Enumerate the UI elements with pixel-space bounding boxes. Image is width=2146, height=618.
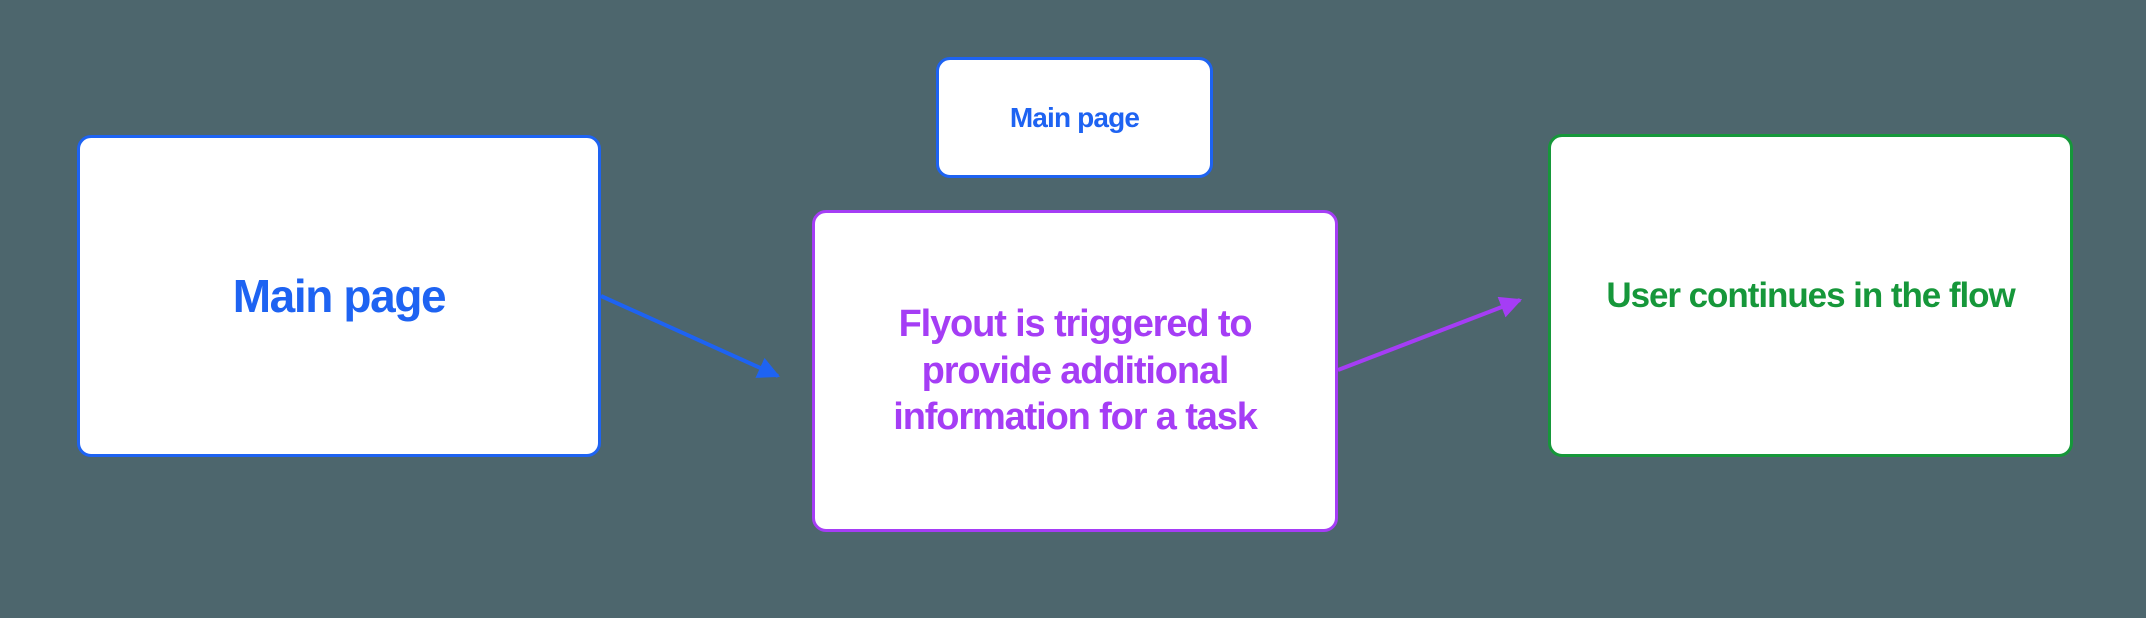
node-main-page-mini: Main page [936, 57, 1213, 178]
node-main-page-mini-label: Main page [1009, 101, 1140, 133]
connector-main-to-flyout-arrow [600, 294, 781, 378]
node-continue-flow: User continues in the flow [1548, 134, 2073, 457]
node-flyout-label: Flyout is triggered to provide additiona… [893, 303, 1258, 439]
node-main-page: Main page [77, 135, 601, 457]
node-continue-flow-label: User continues in the flow [1606, 275, 2015, 315]
node-main-page-label: Main page [232, 270, 447, 322]
connector-flyout-to-continue-arrow [1337, 296, 1523, 372]
node-flyout: Flyout is triggered to provide additiona… [812, 210, 1338, 532]
